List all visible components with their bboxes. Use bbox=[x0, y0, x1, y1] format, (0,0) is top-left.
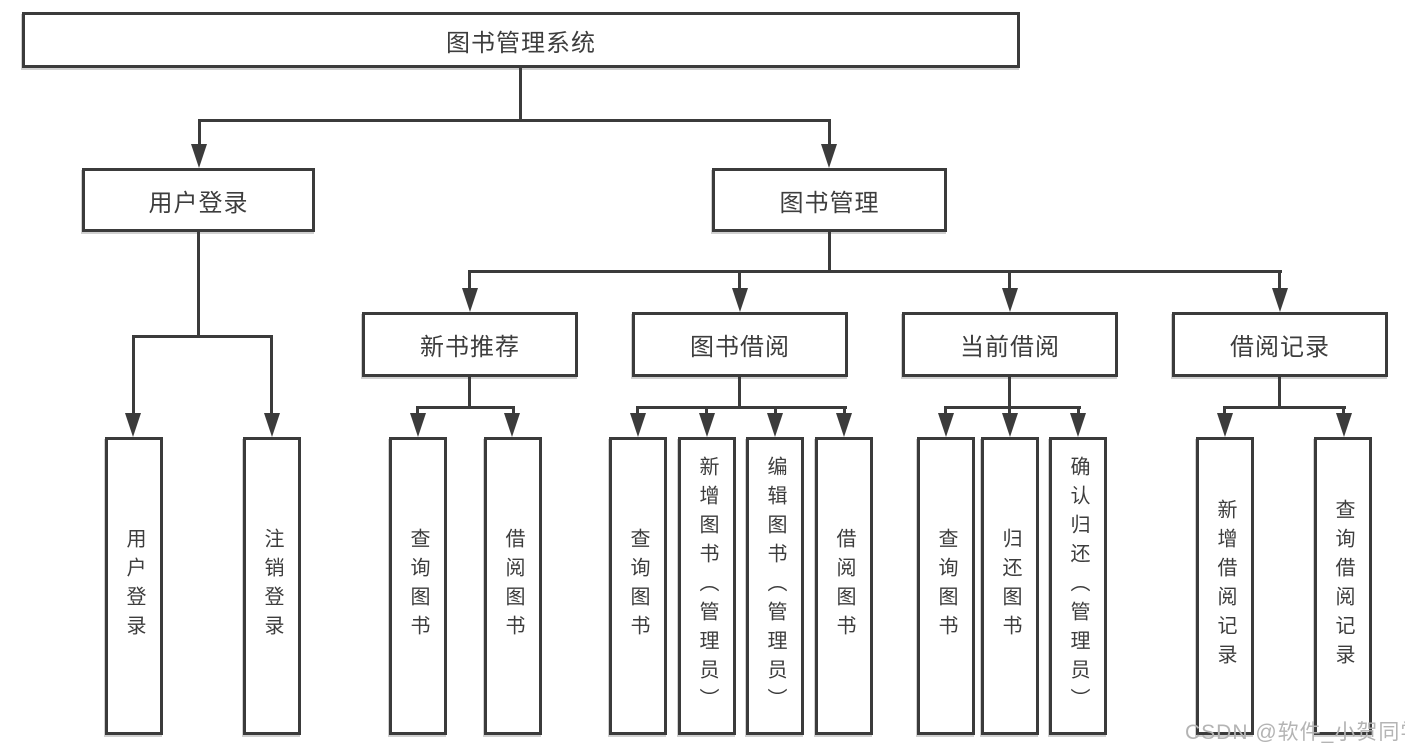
arrow-down-icon bbox=[1002, 413, 1018, 437]
connector-line bbox=[738, 377, 741, 406]
leaf-query-books: 查询图书 bbox=[917, 437, 975, 735]
leaf-label: 借阅图书 bbox=[502, 528, 524, 644]
connector-line bbox=[1077, 406, 1080, 415]
leaf-user-login: 用户登录 bbox=[105, 437, 163, 735]
leaf-label: 归还图书 bbox=[999, 528, 1021, 644]
connector-line bbox=[512, 406, 515, 415]
arrow-down-icon bbox=[264, 413, 280, 437]
connector-line bbox=[828, 232, 831, 270]
node-book-management: 图书管理 bbox=[712, 168, 947, 232]
leaf-logout: 注销登录 bbox=[243, 437, 301, 735]
node-new-book-recommendation: 新书推荐 bbox=[362, 312, 578, 377]
connector-line bbox=[738, 270, 741, 290]
leaf-label: 新增图书（管理员） bbox=[696, 455, 718, 717]
leaf-add-borrow-record: 新增借阅记录 bbox=[1196, 437, 1254, 735]
connector-line bbox=[468, 270, 1282, 273]
node-label: 新书推荐 bbox=[420, 334, 520, 361]
node-book-borrowing: 图书借阅 bbox=[632, 312, 848, 377]
connector-line bbox=[1223, 406, 1346, 409]
node-label: 借阅记录 bbox=[1230, 334, 1330, 361]
connector-line bbox=[198, 119, 831, 122]
arrow-down-icon bbox=[410, 413, 426, 437]
node-label: 当前借阅 bbox=[960, 334, 1060, 361]
leaf-label: 确认归还（管理员） bbox=[1067, 455, 1089, 717]
connector-line bbox=[270, 335, 273, 413]
leaf-label: 用户登录 bbox=[123, 528, 145, 644]
connector-line bbox=[197, 232, 200, 335]
arrow-down-icon bbox=[699, 413, 715, 437]
node-label: 图书管理 bbox=[779, 189, 880, 217]
leaf-label: 查询图书 bbox=[935, 528, 957, 644]
connector-line bbox=[1278, 270, 1281, 290]
node-root-library-system: 图书管理系统 bbox=[22, 12, 1020, 68]
leaf-label: 编辑图书（管理员） bbox=[764, 455, 786, 717]
arrow-down-icon bbox=[1002, 288, 1018, 312]
arrow-down-icon bbox=[1336, 413, 1352, 437]
connector-line bbox=[774, 406, 777, 415]
csdn-watermark: CSDN @软件_小贺同学 bbox=[1185, 721, 1405, 744]
node-borrowing-records: 借阅记录 bbox=[1172, 312, 1388, 377]
connector-line bbox=[468, 270, 471, 290]
arrow-down-icon bbox=[938, 413, 954, 437]
connector-line bbox=[705, 406, 708, 415]
connector-line bbox=[1008, 406, 1011, 415]
arrow-down-icon bbox=[767, 413, 783, 437]
leaf-query-books: 查询图书 bbox=[389, 437, 447, 735]
connector-line bbox=[944, 406, 947, 415]
connector-line bbox=[1008, 377, 1011, 406]
connector-line bbox=[1223, 406, 1226, 415]
arrow-down-icon bbox=[732, 288, 748, 312]
connector-line bbox=[416, 406, 515, 409]
leaf-label: 新增借阅记录 bbox=[1214, 499, 1236, 673]
connector-line bbox=[132, 335, 135, 413]
leaf-borrow-books: 借阅图书 bbox=[484, 437, 542, 735]
leaf-label: 查询图书 bbox=[627, 528, 649, 644]
connector-line bbox=[636, 406, 847, 409]
node-label: 用户登录 bbox=[148, 189, 249, 217]
leaf-label: 查询借阅记录 bbox=[1332, 499, 1354, 673]
connector-line bbox=[1278, 377, 1281, 406]
connector-line bbox=[468, 377, 471, 406]
leaf-confirm-return-admin: 确认归还（管理员） bbox=[1049, 437, 1107, 735]
connector-line bbox=[1008, 270, 1011, 290]
leaf-label: 借阅图书 bbox=[833, 528, 855, 644]
node-label: 图书借阅 bbox=[690, 334, 790, 361]
leaf-label: 查询图书 bbox=[407, 528, 429, 644]
arrow-down-icon bbox=[836, 413, 852, 437]
leaf-query-borrow-record: 查询借阅记录 bbox=[1314, 437, 1372, 735]
arrow-down-icon bbox=[504, 413, 520, 437]
connector-line bbox=[519, 68, 522, 119]
connector-line bbox=[132, 335, 273, 338]
arrow-down-icon bbox=[462, 288, 478, 312]
connector-line bbox=[843, 406, 846, 415]
arrow-down-icon bbox=[191, 144, 207, 168]
leaf-query-books: 查询图书 bbox=[609, 437, 667, 735]
node-label: 图书管理系统 bbox=[446, 29, 596, 57]
arrow-down-icon bbox=[125, 413, 141, 437]
leaf-add-books-admin: 新增图书（管理员） bbox=[678, 437, 736, 735]
connector-line bbox=[198, 119, 201, 147]
connector-line bbox=[636, 406, 639, 415]
arrow-down-icon bbox=[630, 413, 646, 437]
leaf-return-books: 归还图书 bbox=[981, 437, 1039, 735]
leaf-label: 注销登录 bbox=[261, 528, 283, 644]
arrow-down-icon bbox=[1272, 288, 1288, 312]
node-user-login: 用户登录 bbox=[82, 168, 315, 232]
connector-line bbox=[416, 406, 419, 415]
arrow-down-icon bbox=[1070, 413, 1086, 437]
leaf-borrow-books: 借阅图书 bbox=[815, 437, 873, 735]
leaf-edit-books-admin: 编辑图书（管理员） bbox=[746, 437, 804, 735]
connector-line bbox=[944, 406, 1081, 409]
arrow-down-icon bbox=[821, 144, 837, 168]
node-current-borrowing: 当前借阅 bbox=[902, 312, 1118, 377]
connector-line bbox=[1342, 406, 1345, 415]
arrow-down-icon bbox=[1217, 413, 1233, 437]
connector-line bbox=[828, 119, 831, 147]
